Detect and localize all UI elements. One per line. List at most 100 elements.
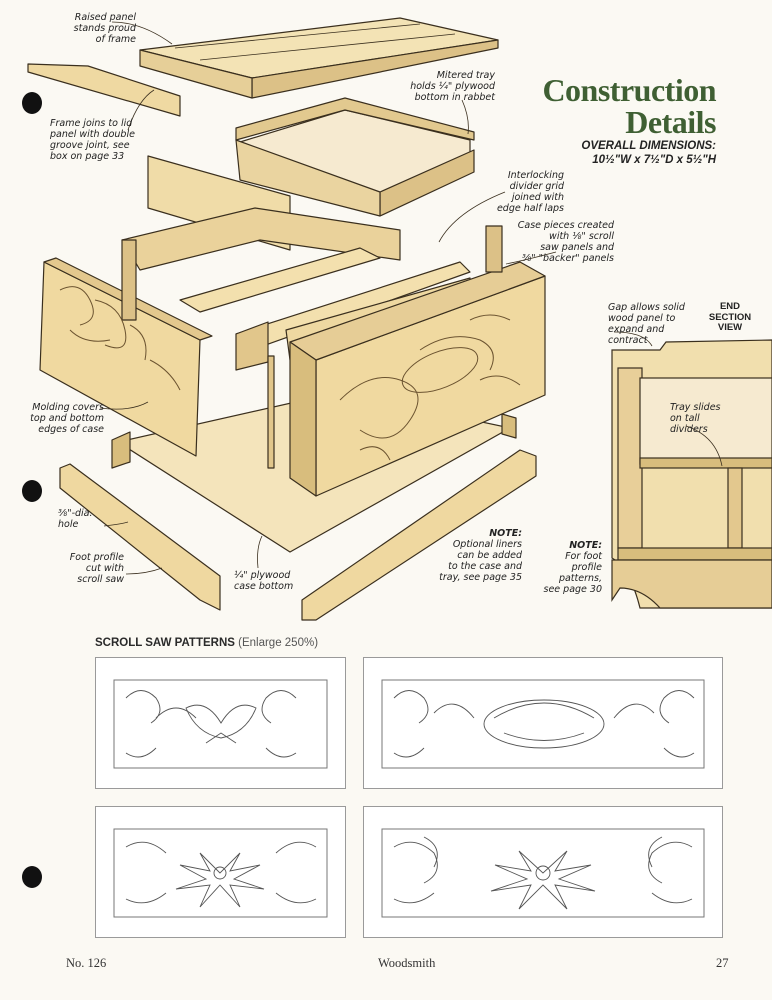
footer-magazine: Woodsmith — [378, 956, 436, 970]
callout-interlocking: Interlocking divider grid joined with ed… — [470, 170, 564, 214]
footer-page-number: 27 — [716, 956, 729, 970]
callout-foot-profile: Foot profile cut with scroll saw — [48, 552, 124, 585]
callout-line: Molding covers — [32, 402, 104, 413]
pattern-dove-large — [363, 657, 723, 789]
note-line: For foot — [565, 551, 602, 562]
case-inner-back — [121, 207, 401, 271]
callout-line: Case pieces created — [517, 220, 614, 231]
title-line: Construction — [542, 72, 716, 108]
callout-line: case bottom — [234, 581, 294, 592]
callout-line: Raised panel — [74, 12, 136, 23]
callout-line: box on page 33 — [50, 151, 125, 162]
callout-line: joined with — [511, 192, 564, 203]
base-molding-right — [501, 413, 517, 439]
divider-long-1 — [179, 247, 381, 313]
callout-line: Gap allows solid — [608, 302, 685, 313]
leader-lines — [99, 21, 723, 575]
section-label-line: SECTION — [708, 311, 752, 323]
holly-pattern-drawing — [381, 828, 705, 918]
note-line: see page 30 — [543, 584, 603, 595]
title-line: Details — [625, 104, 716, 140]
tray-left — [235, 139, 381, 217]
note-line: can be added — [457, 550, 522, 561]
pattern-holly-large — [363, 806, 723, 938]
lid-left-edge — [139, 49, 253, 99]
callout-line: ⅜" "backer" panels — [522, 253, 614, 264]
callout-line: expand and — [608, 324, 665, 335]
note-line: Optional liners — [452, 539, 522, 550]
left-foot — [59, 463, 221, 611]
binder-hole-top — [22, 92, 42, 114]
note-heading: NOTE: — [489, 528, 522, 539]
callout-hole: ⅜"-dia. hole — [58, 508, 114, 530]
note-liners: NOTE: Optional liners can be added to th… — [430, 528, 522, 583]
callout-line: holds ¼" plywood — [410, 81, 495, 92]
front-foot — [301, 449, 537, 621]
patterns-title: SCROLL SAW PATTERNS — [95, 637, 235, 649]
note-line: tray, see page 35 — [439, 572, 522, 583]
callout-line: stands proud — [73, 23, 136, 34]
callout-line: saw panels and — [540, 242, 614, 253]
callout-mitered-tray: Mitered tray holds ¼" plywood bottom in … — [400, 70, 495, 103]
note-line: profile — [571, 562, 602, 573]
callout-molding: Molding covers top and bottom edges of c… — [14, 402, 104, 435]
callout-line: Interlocking — [507, 170, 564, 181]
callout-line: wood panel to — [608, 313, 676, 324]
callout-line: top and bottom — [30, 413, 104, 424]
frame-rail — [27, 63, 181, 117]
callout-line: Foot profile — [69, 552, 124, 563]
end-section-view-label: END SECTION VIEW — [708, 301, 752, 334]
callout-plywood-bottom: ¼" plywood case bottom — [234, 570, 314, 592]
callout-line: with ⅛" scroll — [549, 231, 614, 242]
callout-line: bottom in rabbet — [414, 92, 495, 103]
corner-post — [121, 239, 137, 321]
callout-line: Frame joins to lid — [50, 118, 133, 129]
corner-post — [485, 225, 503, 273]
callout-line: hole — [58, 519, 79, 530]
callout-line: divider grid — [509, 181, 564, 192]
dowel-post — [267, 355, 275, 469]
binder-hole-bottom — [22, 866, 42, 888]
base-molding — [111, 431, 131, 469]
callout-line: Mitered tray — [436, 70, 495, 81]
footer-issue: No. 126 — [66, 956, 107, 970]
callout-line: dividers — [670, 424, 708, 435]
callout-case-pieces: Case pieces created with ⅛" scroll saw p… — [510, 220, 614, 264]
callout-line: on tall — [670, 413, 700, 424]
callout-line: edge half laps — [496, 203, 564, 214]
binder-hole-middle — [22, 480, 42, 502]
note-line: patterns, — [558, 573, 602, 584]
pattern-dove-small — [95, 657, 346, 789]
callout-line: Tray slides — [670, 402, 721, 413]
patterns-subtitle: (Enlarge 250%) — [238, 637, 319, 649]
callout-line: groove joint, see — [50, 140, 130, 151]
callout-line: ¼" plywood — [234, 570, 291, 581]
section-label-line: VIEW — [717, 322, 743, 333]
carving-ornaments — [59, 286, 521, 461]
callout-line: scroll saw — [77, 574, 124, 585]
pattern-holly-small — [95, 806, 346, 938]
holly-pattern-drawing — [113, 828, 328, 918]
callout-line: panel with double — [50, 129, 135, 140]
page-title: Construction Details — [542, 74, 716, 138]
note-line: to the case and — [448, 561, 522, 572]
end-section-drawing — [611, 339, 772, 609]
callout-tray-slides: Tray slides on tall dividers — [670, 402, 740, 435]
callout-line: contract — [608, 335, 648, 346]
callout-raised-panel: Raised panel stands proud of frame — [40, 12, 136, 45]
divider-short — [235, 321, 269, 371]
overall-dimensions-value: 10½"W x 7½"D x 5½"H — [592, 154, 716, 166]
callout-gap: Gap allows solid wood panel to expand an… — [608, 302, 704, 346]
callout-line: ⅜"-dia. — [58, 508, 93, 519]
section-label-line: END — [719, 301, 741, 312]
dove-pattern-drawing — [381, 679, 705, 769]
dove-pattern-drawing — [113, 679, 328, 769]
callout-line: cut with — [85, 563, 124, 574]
overall-dimensions-label: OVERALL DIMENSIONS: — [581, 140, 716, 152]
patterns-heading: SCROLL SAW PATTERNS (Enlarge 250%) — [95, 637, 318, 649]
note-heading: NOTE: — [569, 540, 602, 551]
callout-line: edges of case — [38, 424, 104, 435]
callout-line: of frame — [95, 34, 136, 45]
